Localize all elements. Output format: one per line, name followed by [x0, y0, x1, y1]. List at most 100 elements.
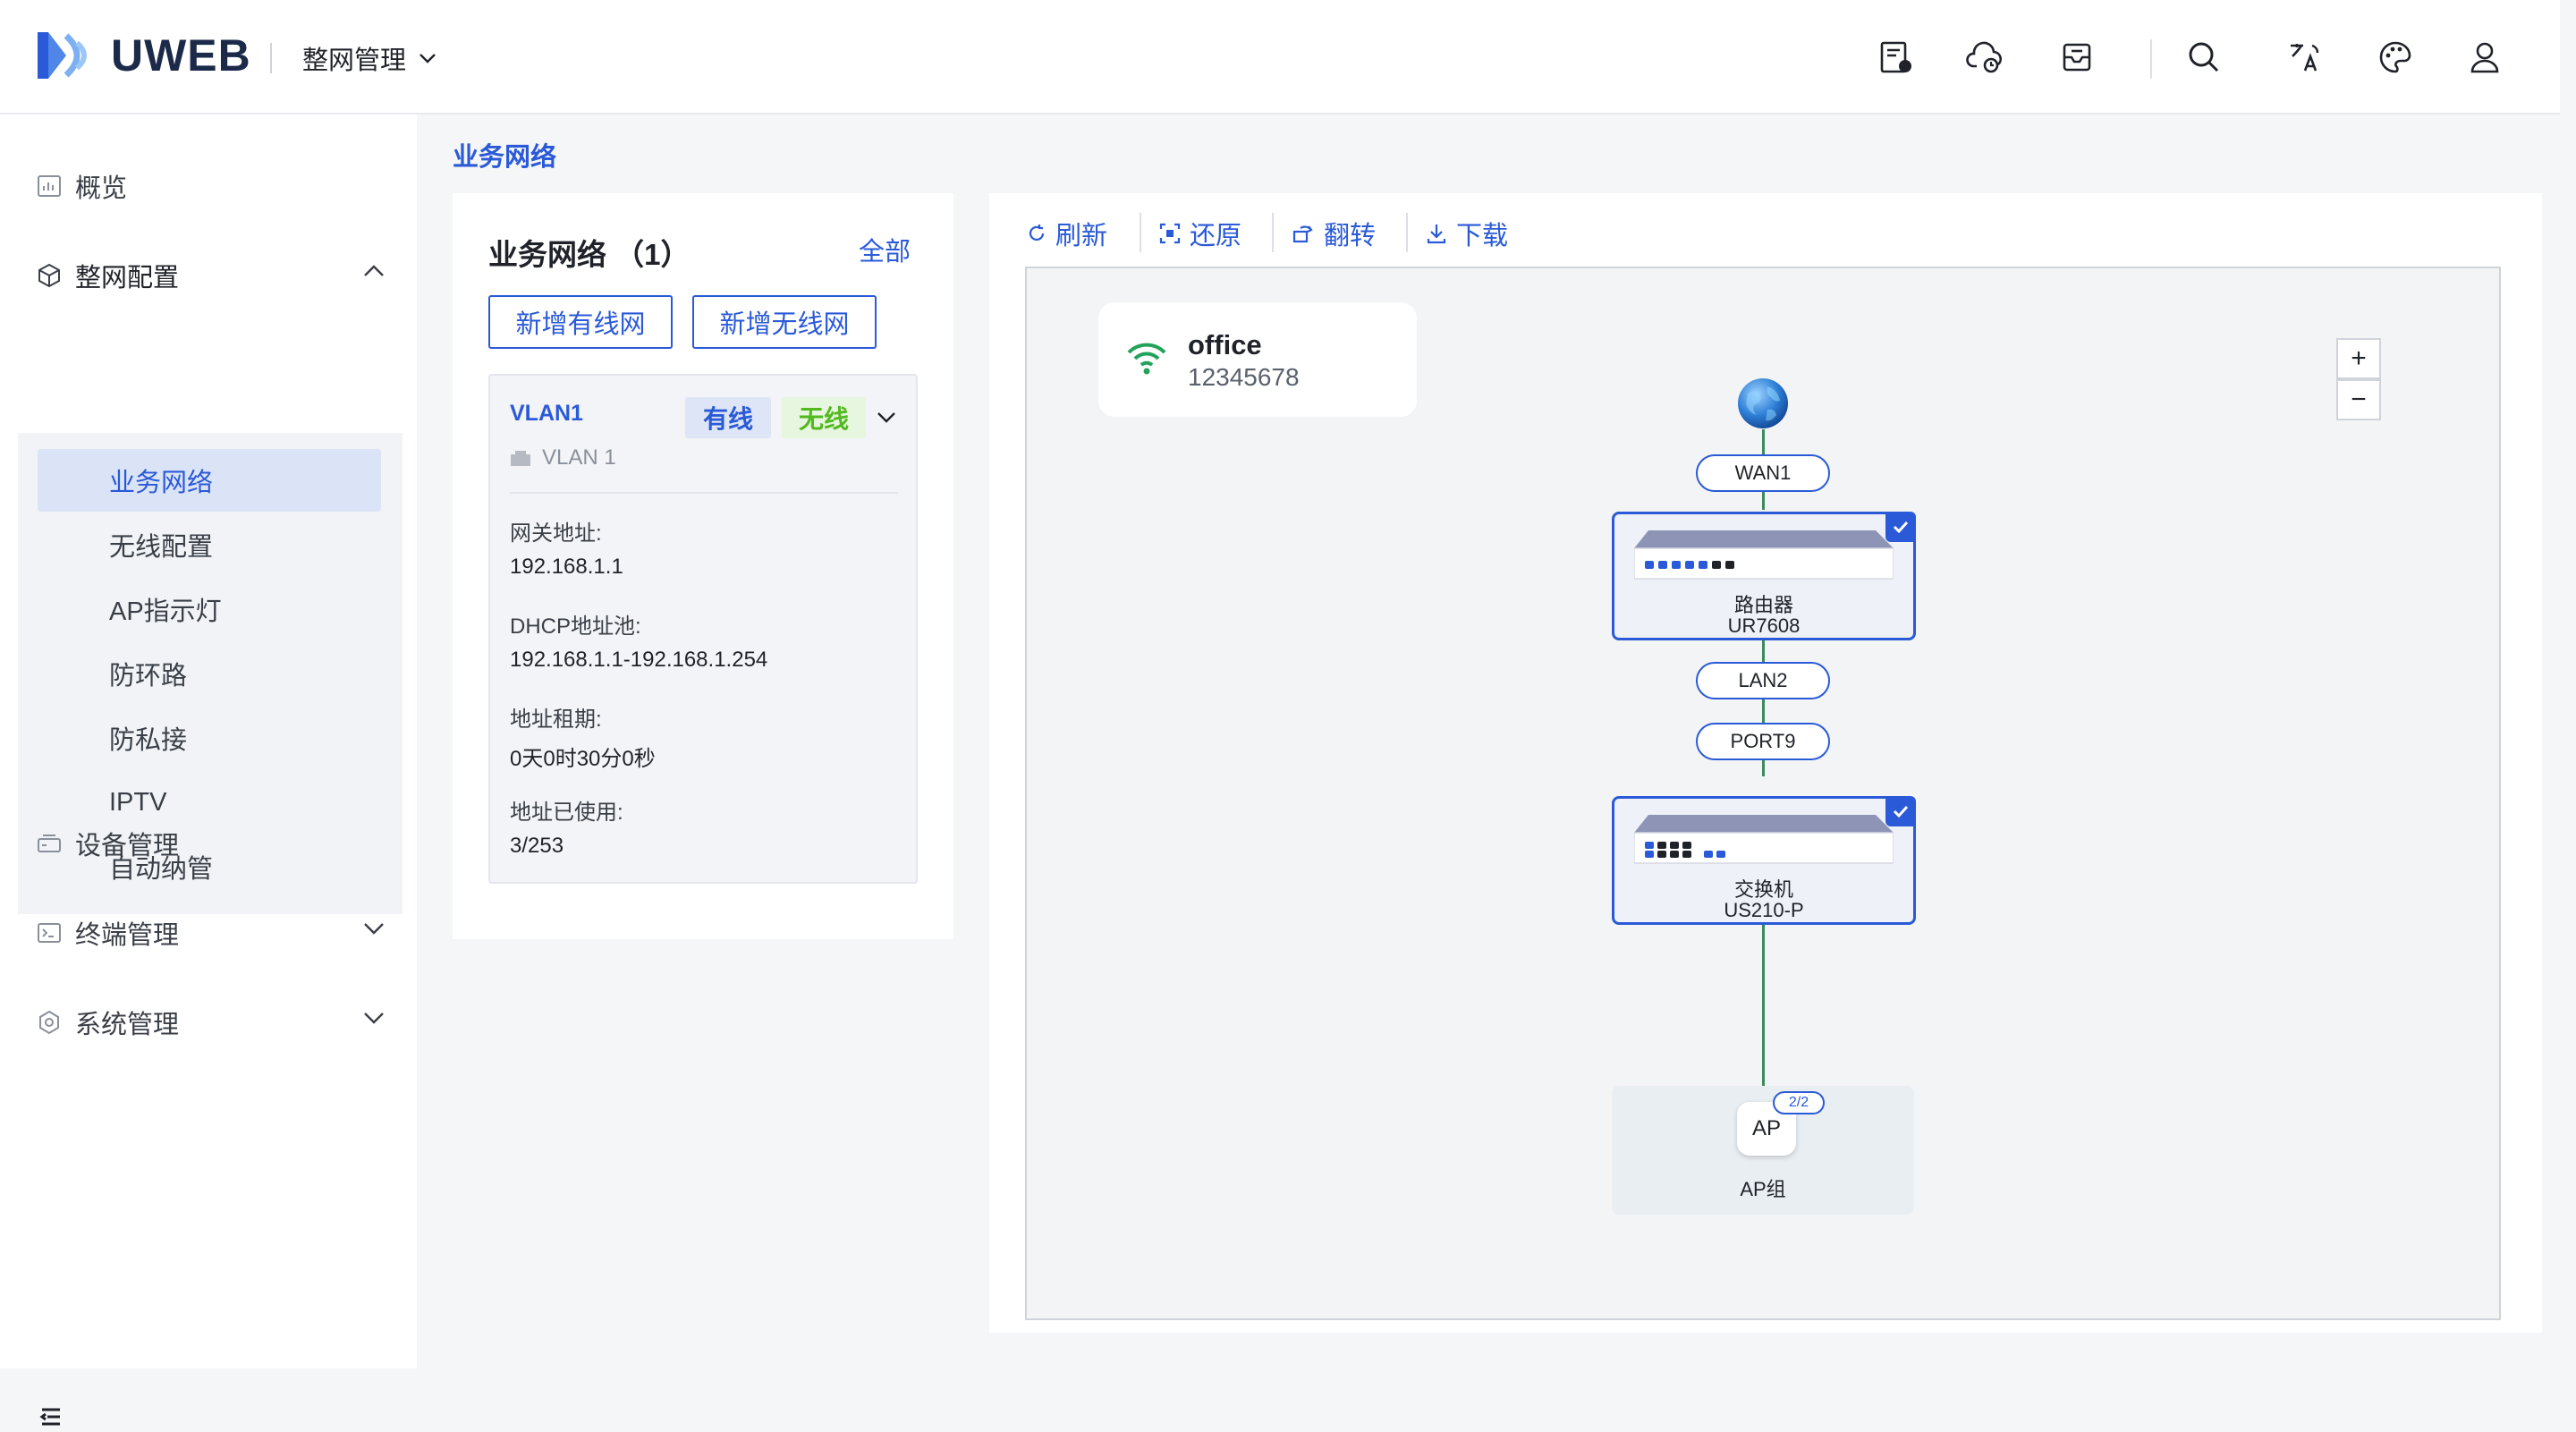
sidebar-item-terminal-management[interactable]: 终端管理: [36, 906, 385, 960]
subnav-item-auto-manage[interactable]: 自动纳管: [109, 855, 214, 884]
subnav-item-service-network[interactable]: 业务网络: [109, 469, 214, 497]
download-button[interactable]: 下载: [1426, 215, 1508, 252]
sidebar-item-label: 系统管理: [75, 1011, 180, 1039]
lease-value: 0天0时30分0秒: [510, 747, 656, 771]
restore-icon: [1159, 223, 1181, 244]
zoom-in-button[interactable]: +: [2336, 338, 2381, 379]
device-icon: [38, 835, 61, 852]
service-network-panel: 业务网络 （1） 全部 新增有线网 新增无线网 VLAN1 有线 无线 VLAN…: [453, 193, 953, 939]
menu-collapse-icon: [39, 1408, 60, 1426]
config-icon[interactable]: [1877, 38, 1916, 77]
internet-globe-icon[interactable]: [1735, 376, 1791, 431]
device-model-label: UR7608: [1727, 614, 1801, 637]
ap-group-node[interactable]: AP 2/2 AP组: [1612, 1086, 1914, 1215]
user-icon[interactable]: [2465, 38, 2504, 77]
ap-count-badge: 2/2: [1773, 1091, 1825, 1114]
subnav-item-rogue-prevention[interactable]: 防私接: [109, 726, 188, 755]
wireless-tag: 无线: [782, 397, 866, 438]
device-type-label: 交换机: [1733, 878, 1793, 901]
refresh-button[interactable]: 刷新: [1027, 215, 1107, 252]
network-id: 12345678: [1188, 363, 1300, 391]
router-device-icon: [1634, 530, 1894, 580]
vlan-subtitle: VLAN 1: [510, 445, 616, 470]
sidebar-item-label: 设备管理: [75, 832, 180, 860]
gateway-label: 网关地址:: [510, 521, 602, 546]
chevron-down-icon: [364, 923, 384, 935]
scope-label: 整网管理: [302, 47, 407, 75]
link-line: [1762, 923, 1765, 1118]
cloud-icon[interactable]: [1966, 38, 2005, 77]
flip-button[interactable]: 翻转: [1292, 215, 1376, 252]
app-logo[interactable]: UWEB: [36, 27, 251, 84]
sidebar-item-network-config[interactable]: 整网配置: [36, 249, 385, 302]
toolbar-separator: [1140, 213, 1141, 252]
network-name: office: [1188, 329, 1262, 360]
subnav-active-highlight: [38, 449, 381, 512]
top-header: UWEB 整网管理: [0, 0, 2560, 114]
subnav-item-wireless-config[interactable]: 无线配置: [109, 533, 214, 562]
wifi-icon: [1127, 343, 1166, 375]
header-divider: [270, 43, 272, 73]
vlan-name: VLAN1: [510, 401, 583, 426]
brand-name: UWEB: [111, 30, 251, 80]
toolbar-separator: [1272, 213, 1274, 252]
sidebar-item-label: 终端管理: [75, 921, 180, 950]
switch-device-icon: [1634, 815, 1894, 864]
language-icon[interactable]: [2284, 38, 2324, 77]
subnav-item-ap-led[interactable]: AP指示灯: [109, 597, 222, 626]
terminal-icon: [38, 923, 61, 943]
sidebar-item-device-management[interactable]: 设备管理: [36, 817, 385, 870]
router-node[interactable]: 路由器 UR7608: [1612, 512, 1916, 640]
topology-panel: 刷新 还原 翻转 下载 office 12345678 + −: [989, 193, 2542, 1333]
settings-icon: [39, 1010, 59, 1035]
collapse-sidebar-button[interactable]: [39, 1406, 63, 1432]
port-label-lan: LAN2: [1696, 662, 1830, 699]
add-wireless-network-button[interactable]: 新增无线网: [692, 295, 877, 349]
device-model-label: US210-P: [1724, 899, 1804, 921]
ethernet-icon: [511, 451, 530, 466]
theme-icon[interactable]: [2376, 38, 2415, 77]
subnav-item-loop-prevention[interactable]: 防环路: [109, 662, 188, 691]
show-all-link[interactable]: 全部: [859, 238, 911, 267]
subnav-item-iptv[interactable]: IPTV: [109, 787, 167, 817]
ap-group-label: AP组: [1740, 1178, 1786, 1200]
link-line: [1762, 758, 1765, 776]
message-icon[interactable]: [2057, 38, 2097, 77]
search-icon[interactable]: [2184, 38, 2224, 77]
add-wired-network-button[interactable]: 新增有线网: [488, 295, 673, 349]
link-line: [1762, 429, 1765, 456]
flip-icon: [1292, 225, 1313, 243]
sidebar: 概览 整网配置 业务网络 无线配置 AP指示灯 防环路 防私接 IPTV 自动纳…: [0, 114, 417, 1426]
sidebar-item-label: 整网配置: [75, 264, 180, 292]
lease-label: 地址租期:: [510, 708, 602, 732]
logo-mark-icon: [38, 32, 87, 79]
port-label-wan: WAN1: [1696, 454, 1830, 492]
dhcp-value: 192.168.1.1-192.168.1.254: [510, 648, 768, 672]
chevron-down-icon: [364, 1013, 384, 1024]
sidebar-item-system-management[interactable]: 系统管理: [36, 996, 385, 1049]
card-divider: [510, 492, 898, 494]
scope-selector[interactable]: 整网管理: [302, 39, 436, 77]
wired-tag: 有线: [685, 397, 771, 438]
toolbar-separator: [1406, 213, 1408, 252]
restore-button[interactable]: 还原: [1159, 215, 1241, 252]
panel-title: 业务网络 （1）: [488, 238, 691, 271]
link-line: [1762, 492, 1765, 510]
port-label-switch: PORT9: [1696, 723, 1830, 760]
link-line: [1762, 639, 1765, 662]
breadcrumb: 业务网络: [453, 143, 557, 172]
chevron-down-icon: [419, 54, 436, 64]
dhcp-label: DHCP地址池:: [510, 614, 641, 639]
vlan-card[interactable]: VLAN1 有线 无线 VLAN 1 网关地址: 192.168.1.1 DHC…: [488, 374, 918, 884]
sidebar-item-label: 概览: [75, 174, 128, 203]
refresh-icon: [1029, 225, 1045, 241]
zoom-out-button[interactable]: −: [2336, 379, 2381, 420]
sidebar-item-overview[interactable]: 概览: [36, 159, 385, 213]
topology-canvas[interactable]: office 12345678 + − WAN1: [1025, 267, 2501, 1320]
switch-node[interactable]: 交换机 US210-P: [1612, 796, 1916, 925]
checkmark-icon: [1885, 512, 1916, 542]
gateway-value: 192.168.1.1: [510, 555, 623, 579]
chevron-down-icon[interactable]: [877, 411, 896, 424]
download-icon: [1427, 225, 1446, 244]
used-value: 3/253: [510, 834, 564, 858]
